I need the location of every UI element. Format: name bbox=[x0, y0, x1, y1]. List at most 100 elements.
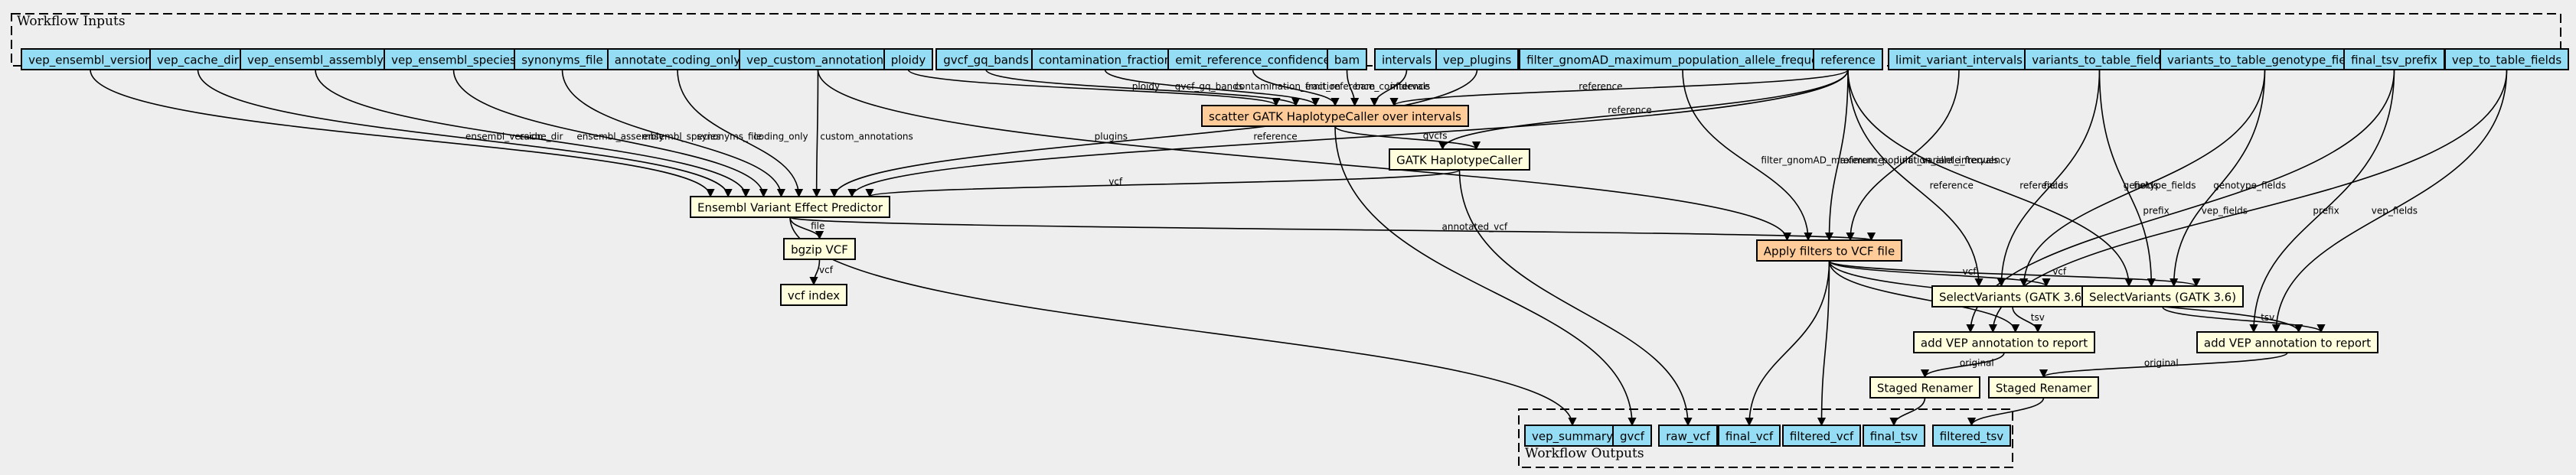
edge-line bbox=[865, 169, 1461, 198]
node-box bbox=[1869, 376, 1980, 399]
node-label: limit_variant_intervals bbox=[1895, 54, 2023, 68]
node-label: annotate_coding_only bbox=[615, 54, 741, 68]
edge-label: genotype_fields bbox=[2124, 181, 2196, 191]
edge-variants-to-table-fields-to-select2: fields bbox=[2098, 69, 2158, 288]
node-box bbox=[1658, 425, 1718, 447]
edge-line bbox=[1824, 69, 1849, 242]
edge-limit-variant-intervals-to-apply-filters: limit_variant_intervals bbox=[1846, 69, 1999, 242]
edge-label: vcf bbox=[819, 265, 834, 275]
output-node-filtered-vcf: filtered_vcf bbox=[1782, 425, 1861, 447]
node-label: vep_cache_dir bbox=[157, 54, 240, 68]
edge-label: original bbox=[2144, 358, 2179, 369]
input-node-synonyms-file: synonyms_file bbox=[514, 48, 611, 70]
edge-line bbox=[817, 69, 1791, 242]
edge-line bbox=[1847, 69, 2134, 288]
node-label: bgzip VCF bbox=[791, 243, 848, 257]
step-node-renamer1: Staged Renamer bbox=[1869, 376, 1980, 399]
workflow-inputs-label: Workflow Inputs bbox=[17, 14, 126, 29]
node-box bbox=[1327, 48, 1367, 70]
node-box bbox=[1863, 425, 1925, 447]
edge-label: ensembl_assembly bbox=[576, 131, 664, 142]
edge-line bbox=[1438, 69, 1849, 151]
node-label: vep_ensembl_species bbox=[391, 54, 516, 68]
edge-line bbox=[1389, 69, 1849, 107]
node-label: intervals bbox=[1382, 54, 1432, 67]
edge-scatter-to-gatk-hc: gvcfs bbox=[1334, 125, 1481, 151]
node-label: scatter GATK HaplotypeCaller over interv… bbox=[1209, 110, 1461, 124]
edge-label: gvcfs bbox=[1423, 131, 1448, 142]
node-box bbox=[1756, 239, 1902, 262]
node-box bbox=[883, 48, 933, 70]
edge-line bbox=[1828, 260, 2051, 288]
edge-line bbox=[315, 69, 750, 198]
edge-vep-ensembl-version-to-vep: ensembl_version bbox=[90, 69, 715, 198]
node-label: filtered_vcf bbox=[1790, 430, 1854, 444]
input-node-emit-reference-confidence: emit_reference_confidence bbox=[1167, 48, 1338, 70]
edge-line bbox=[1682, 69, 1813, 242]
edge-line bbox=[1847, 69, 1983, 288]
node-label: vep_ensembl_version bbox=[28, 54, 152, 68]
edge-line bbox=[1252, 69, 1340, 107]
edge-variants-to-table-genotype-fields-to-select1: genotype_fields bbox=[2019, 69, 2266, 288]
edge-line bbox=[2249, 69, 2395, 333]
output-node-filtered-tsv: filtered_tsv bbox=[1932, 425, 2011, 447]
edge-line bbox=[985, 69, 1301, 107]
edge-label: tsv bbox=[2031, 312, 2045, 323]
edge-vep-cache-dir-to-vep: cache_dir bbox=[197, 69, 733, 198]
edge-label: reference bbox=[1608, 105, 1651, 115]
edge-label: plugins bbox=[1095, 131, 1128, 142]
edge-line bbox=[812, 69, 821, 198]
edge-line bbox=[809, 259, 821, 286]
node-box bbox=[1201, 105, 1469, 127]
node-box bbox=[780, 284, 847, 306]
output-node-final-tsv: final_tsv bbox=[1863, 425, 1925, 447]
edge-addvep1-to-renamer1: original bbox=[1920, 352, 2005, 379]
edge-line bbox=[561, 69, 786, 198]
input-node-limit-variant-intervals: limit_variant_intervals bbox=[1888, 48, 2030, 70]
edge-label: vcf bbox=[1963, 266, 1977, 277]
edge-line bbox=[452, 69, 768, 198]
node-label: final_vcf bbox=[1725, 430, 1774, 444]
input-node-vep-cache-dir: vep_cache_dir bbox=[149, 48, 246, 70]
edge-vep-plugins-to-vep: plugins bbox=[830, 69, 1478, 198]
node-label: gvcf_gq_bands bbox=[943, 54, 1029, 68]
edge-line bbox=[1346, 69, 1360, 107]
edge-apply-filters-to-select2: vcf bbox=[1828, 260, 2201, 288]
node-label: SelectVariants (GATK 3.6) bbox=[2089, 291, 2236, 304]
edge-reference-to-scatter: reference bbox=[1389, 69, 1849, 107]
input-node-vep-ensembl-assembly: vep_ensembl_assembly bbox=[240, 48, 391, 70]
node-box bbox=[1931, 285, 2094, 307]
edge-label: custom_annotations bbox=[820, 131, 913, 142]
edge-label: reference bbox=[1579, 81, 1622, 92]
edge-line bbox=[2012, 306, 2042, 333]
edge-line bbox=[1889, 397, 1926, 427]
node-label: filter_gnomAD_maximum_population_allele_… bbox=[1526, 54, 1839, 68]
edge-line bbox=[677, 69, 804, 198]
input-node-vep-ensembl-version: vep_ensembl_version bbox=[21, 48, 160, 70]
node-box bbox=[1813, 48, 1883, 70]
node-box bbox=[1888, 48, 2030, 70]
node-label: emit_reference_confidence bbox=[1175, 54, 1330, 68]
node-label: add VEP annotation to report bbox=[2204, 337, 2371, 350]
edge-line bbox=[2162, 306, 2326, 333]
input-node-variants-to-table-fields: variants_to_table_fields bbox=[2024, 48, 2175, 70]
edge-line bbox=[789, 216, 1577, 427]
node-label: filtered_tsv bbox=[1940, 430, 2004, 444]
edge-label: limit_variant_intervals bbox=[1897, 155, 1999, 166]
node-label: bam bbox=[1334, 54, 1360, 67]
node-label: Apply filters to VCF file bbox=[1764, 245, 1895, 259]
edge-contamination-fraction-to-scatter: contamination_fraction bbox=[1104, 69, 1340, 107]
edge-line bbox=[1370, 69, 1408, 107]
node-label: Ensembl Variant Effect Predictor bbox=[697, 201, 883, 215]
edge-label: ensembl_version bbox=[465, 131, 543, 142]
node-label: gvcf bbox=[1620, 430, 1645, 444]
edge-vep-to-table-fields-to-addvep2: vep_fields bbox=[2271, 69, 2508, 333]
node-label: final_tsv bbox=[1870, 430, 1918, 444]
node-box bbox=[739, 48, 897, 70]
node-box bbox=[1374, 48, 1439, 70]
edge-vep-ensembl-assembly-to-vep: ensembl_assembly bbox=[315, 69, 750, 198]
node-box bbox=[1782, 425, 1861, 447]
node-box bbox=[1435, 48, 1519, 70]
edge-apply-filters-to-filtered-vcf bbox=[1817, 260, 1830, 427]
